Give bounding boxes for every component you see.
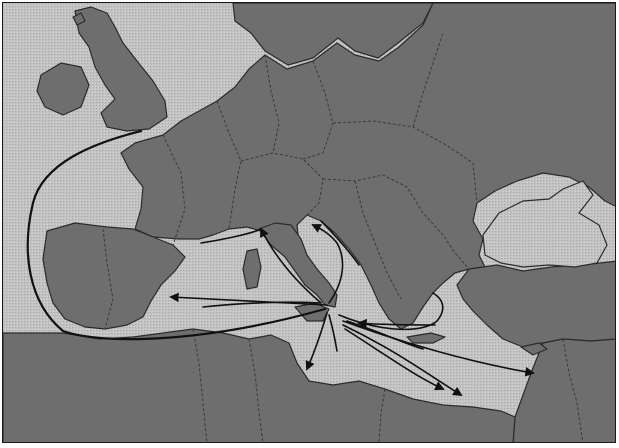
route-levant [342, 320, 535, 377]
land-levant [512, 338, 615, 442]
land-ireland [36, 62, 90, 116]
route-adriatic-2 [320, 220, 360, 266]
route-aegean-2 [357, 318, 436, 329]
land-italy [258, 222, 338, 308]
land-scandinavia [232, 3, 434, 66]
route-tripoli [328, 314, 338, 352]
land-north-africa [3, 328, 516, 442]
land-great-britain [74, 6, 168, 132]
map-svg [3, 3, 615, 442]
map-canvas [2, 2, 616, 443]
route-adriatic [311, 224, 344, 304]
route-west [169, 292, 328, 306]
route-atlantic [26, 129, 327, 341]
land-iberia [42, 222, 186, 330]
route-cyrenaica [346, 320, 424, 350]
land-cyprus [520, 342, 548, 356]
route-gulf-lion [200, 228, 262, 244]
route-alexandria [344, 328, 445, 391]
route-aegean [338, 292, 444, 331]
route-tunis [305, 312, 328, 371]
land-islands-north [72, 12, 86, 26]
land-sardinia [242, 248, 262, 290]
sea-black-sea [482, 180, 608, 268]
trade-routes [26, 129, 535, 397]
route-liguria [260, 227, 322, 304]
route-west-2 [202, 301, 322, 308]
route-egypt [342, 324, 463, 397]
land-crete [406, 332, 446, 344]
country-borders [102, 32, 584, 442]
